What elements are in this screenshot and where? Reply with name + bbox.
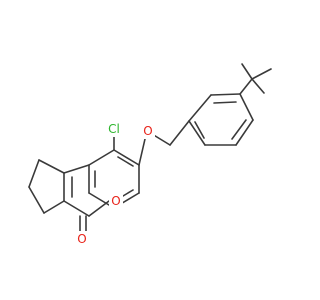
ring-b-double [194, 121, 205, 139]
ring-oxygen-atom: O [109, 193, 123, 209]
carbonyl-oxygen-label: O [77, 232, 86, 246]
molecule-structure: Cl O O O [28, 63, 272, 247]
ring-b-bond [210, 93, 241, 96]
cyclopentane-bond [28, 159, 40, 188]
cyclopentane-bond [28, 186, 45, 214]
cyclopentane-bond [38, 159, 65, 174]
pyranone-bond [63, 164, 90, 174]
carbonyl-oxygen-atom: O [75, 231, 89, 247]
tbutyl-bond [239, 78, 253, 95]
ether-bond [138, 138, 146, 166]
ring-a-bond [113, 149, 140, 166]
ether-oxygen-atom: O [141, 123, 155, 139]
atom-label-layer: Cl O O O [75, 120, 155, 247]
structure-canvas: Cl O O O [28, 63, 272, 247]
chlorine-atom: Cl [104, 120, 124, 137]
cyclopentane-bond [43, 200, 65, 214]
ring-oxygen-label: O [111, 194, 120, 208]
ring-b-bond [188, 94, 212, 122]
bond-layer [28, 63, 272, 233]
pyranone-bond [88, 200, 110, 217]
ether-oxygen-label: O [143, 124, 152, 138]
chlorine-label: Cl [108, 122, 120, 136]
ring-b-double [231, 119, 247, 140]
ring-b-double [213, 101, 237, 104]
ring-b-bond [188, 120, 206, 146]
benzyl-bond [169, 120, 190, 146]
tbutyl-bond [251, 78, 265, 94]
ring-b-bond [235, 119, 254, 146]
tbutyl-bond [241, 63, 253, 80]
pyranone-bond [63, 200, 90, 217]
ring-a-double [117, 156, 134, 167]
ring-b-bond [239, 93, 254, 121]
tbutyl-bond [251, 68, 272, 80]
ring-a-bond [88, 149, 115, 166]
